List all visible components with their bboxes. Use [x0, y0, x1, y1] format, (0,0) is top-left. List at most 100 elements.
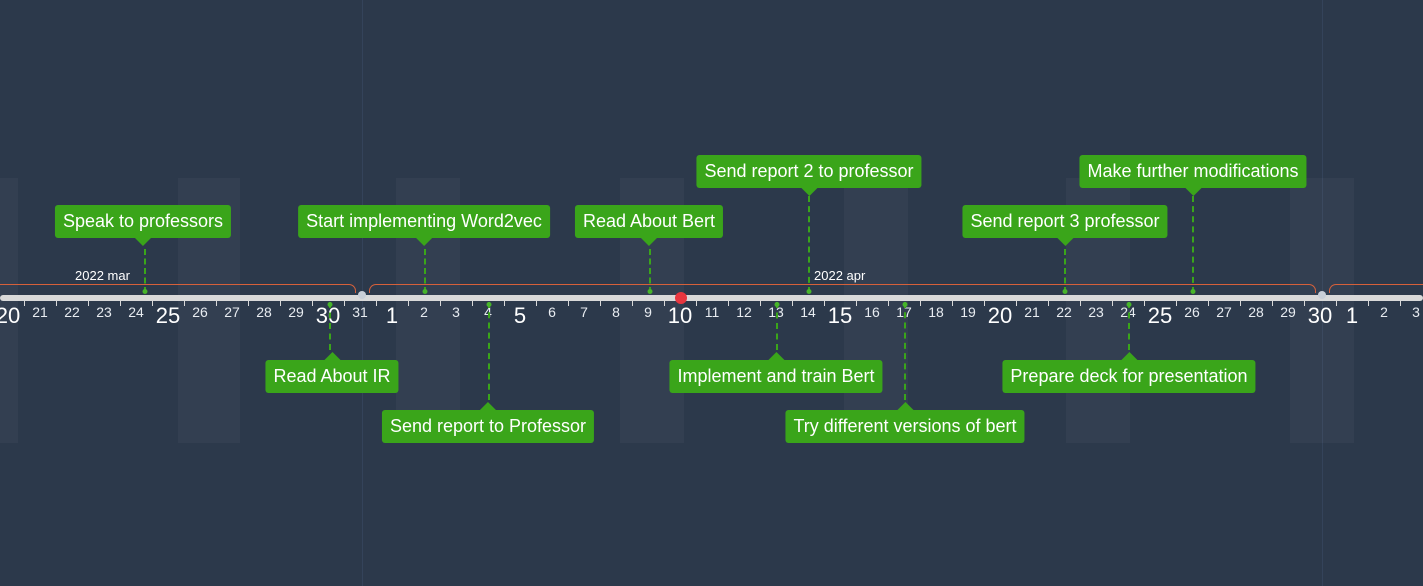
event-send-report-to-professor[interactable]: Send report to Professor	[381, 402, 595, 443]
event-marker	[1190, 289, 1196, 294]
day-tick	[472, 301, 473, 306]
day-tick	[1208, 301, 1209, 306]
day-tick	[1144, 301, 1145, 306]
day-label: 11	[704, 304, 720, 320]
day-tick	[408, 301, 409, 306]
day-label: 29	[1280, 304, 1296, 320]
day-label: 1	[1345, 303, 1359, 328]
event-pointer	[641, 238, 657, 246]
day-tick	[824, 301, 825, 306]
day-tick	[696, 301, 697, 306]
month-brace-may	[1329, 284, 1423, 293]
day-tick	[632, 301, 633, 306]
event-pointer	[479, 402, 496, 410]
event-connector	[1128, 302, 1130, 350]
event-start-implementing-word2vec[interactable]: Start implementing Word2vec	[298, 205, 550, 246]
event-pointer	[767, 352, 784, 360]
day-tick	[120, 301, 121, 306]
day-tick	[1048, 301, 1049, 306]
event-marker	[142, 289, 148, 294]
day-label: 26	[1184, 304, 1200, 320]
event-pointer	[135, 238, 151, 246]
day-tick	[1176, 301, 1177, 306]
event-label: Implement and train Bert	[677, 366, 875, 386]
day-tick	[312, 301, 313, 306]
event-read-about-ir[interactable]: Read About IR	[265, 352, 399, 393]
event-connector	[329, 302, 331, 350]
day-label: 8	[612, 304, 620, 320]
day-label: 1	[385, 303, 399, 328]
event-label: Send report to Professor	[389, 416, 587, 436]
day-label: 28	[256, 304, 272, 320]
day-tick	[1112, 301, 1113, 306]
event-marker	[774, 302, 780, 307]
day-tick	[152, 301, 153, 306]
day-label: 23	[96, 304, 112, 320]
event-marker	[1126, 302, 1132, 307]
event-implement-and-train-bert[interactable]: Implement and train Bert	[669, 352, 883, 393]
day-tick	[1240, 301, 1241, 306]
event-label: Send report 3 professor	[970, 211, 1160, 231]
day-label: 29	[288, 304, 304, 320]
day-label: 6	[548, 304, 556, 320]
event-marker	[647, 289, 653, 294]
day-tick	[952, 301, 953, 306]
day-label: 2	[420, 304, 428, 320]
day-tick	[1304, 301, 1305, 306]
timeline-axis	[0, 295, 1423, 301]
day-tick	[888, 301, 889, 306]
day-label: 21	[32, 304, 48, 320]
event-label: Start implementing Word2vec	[306, 211, 542, 231]
day-tick	[248, 301, 249, 306]
event-marker	[1062, 289, 1068, 294]
event-connector	[1064, 249, 1066, 293]
day-label: 10	[667, 303, 693, 328]
day-tick	[1400, 301, 1401, 306]
event-try-different-versions-of-bert[interactable]: Try different versions of bert	[785, 402, 1025, 443]
day-tick	[792, 301, 793, 306]
event-connector	[144, 249, 146, 293]
day-label: 30	[315, 303, 341, 328]
day-label: 24	[128, 304, 144, 320]
day-label: 18	[928, 304, 944, 320]
day-tick	[1336, 301, 1337, 306]
event-read-about-bert[interactable]: Read About Bert	[574, 205, 724, 246]
day-tick	[1080, 301, 1081, 306]
day-label: 20	[987, 303, 1013, 328]
day-tick	[1272, 301, 1273, 306]
day-label: 15	[827, 303, 853, 328]
day-label: 27	[1216, 304, 1232, 320]
day-tick	[24, 301, 25, 306]
day-label: 20	[0, 303, 21, 328]
event-send-report-2[interactable]: Send report 2 to professor	[696, 155, 922, 196]
event-connector	[488, 302, 490, 400]
day-tick	[920, 301, 921, 306]
event-connector	[1192, 196, 1194, 293]
day-label: 26	[192, 304, 208, 320]
day-tick	[1016, 301, 1017, 306]
event-speak-to-professors[interactable]: Speak to professors	[54, 205, 232, 246]
event-pointer	[897, 402, 913, 410]
day-tick	[344, 301, 345, 306]
day-label: 3	[1412, 304, 1420, 320]
event-connector	[808, 196, 810, 293]
event-label: Read About IR	[273, 366, 391, 386]
event-make-further-modifications[interactable]: Make further modifications	[1079, 155, 1307, 196]
day-tick	[88, 301, 89, 306]
day-label: 28	[1248, 304, 1264, 320]
event-label: Make further modifications	[1087, 161, 1299, 181]
month-brace-mar	[0, 284, 356, 293]
day-label: 14	[800, 304, 816, 320]
day-label: 3	[452, 304, 460, 320]
event-marker	[902, 302, 908, 307]
event-prepare-deck[interactable]: Prepare deck for presentation	[1002, 352, 1256, 393]
month-brace-apr	[369, 284, 1316, 293]
day-tick	[600, 301, 601, 306]
event-send-report-3[interactable]: Send report 3 professor	[962, 205, 1168, 246]
event-label: Read About Bert	[582, 211, 716, 231]
day-label: 9	[644, 304, 652, 320]
day-tick	[984, 301, 985, 306]
day-label: 25	[155, 303, 181, 328]
day-tick	[56, 301, 57, 306]
